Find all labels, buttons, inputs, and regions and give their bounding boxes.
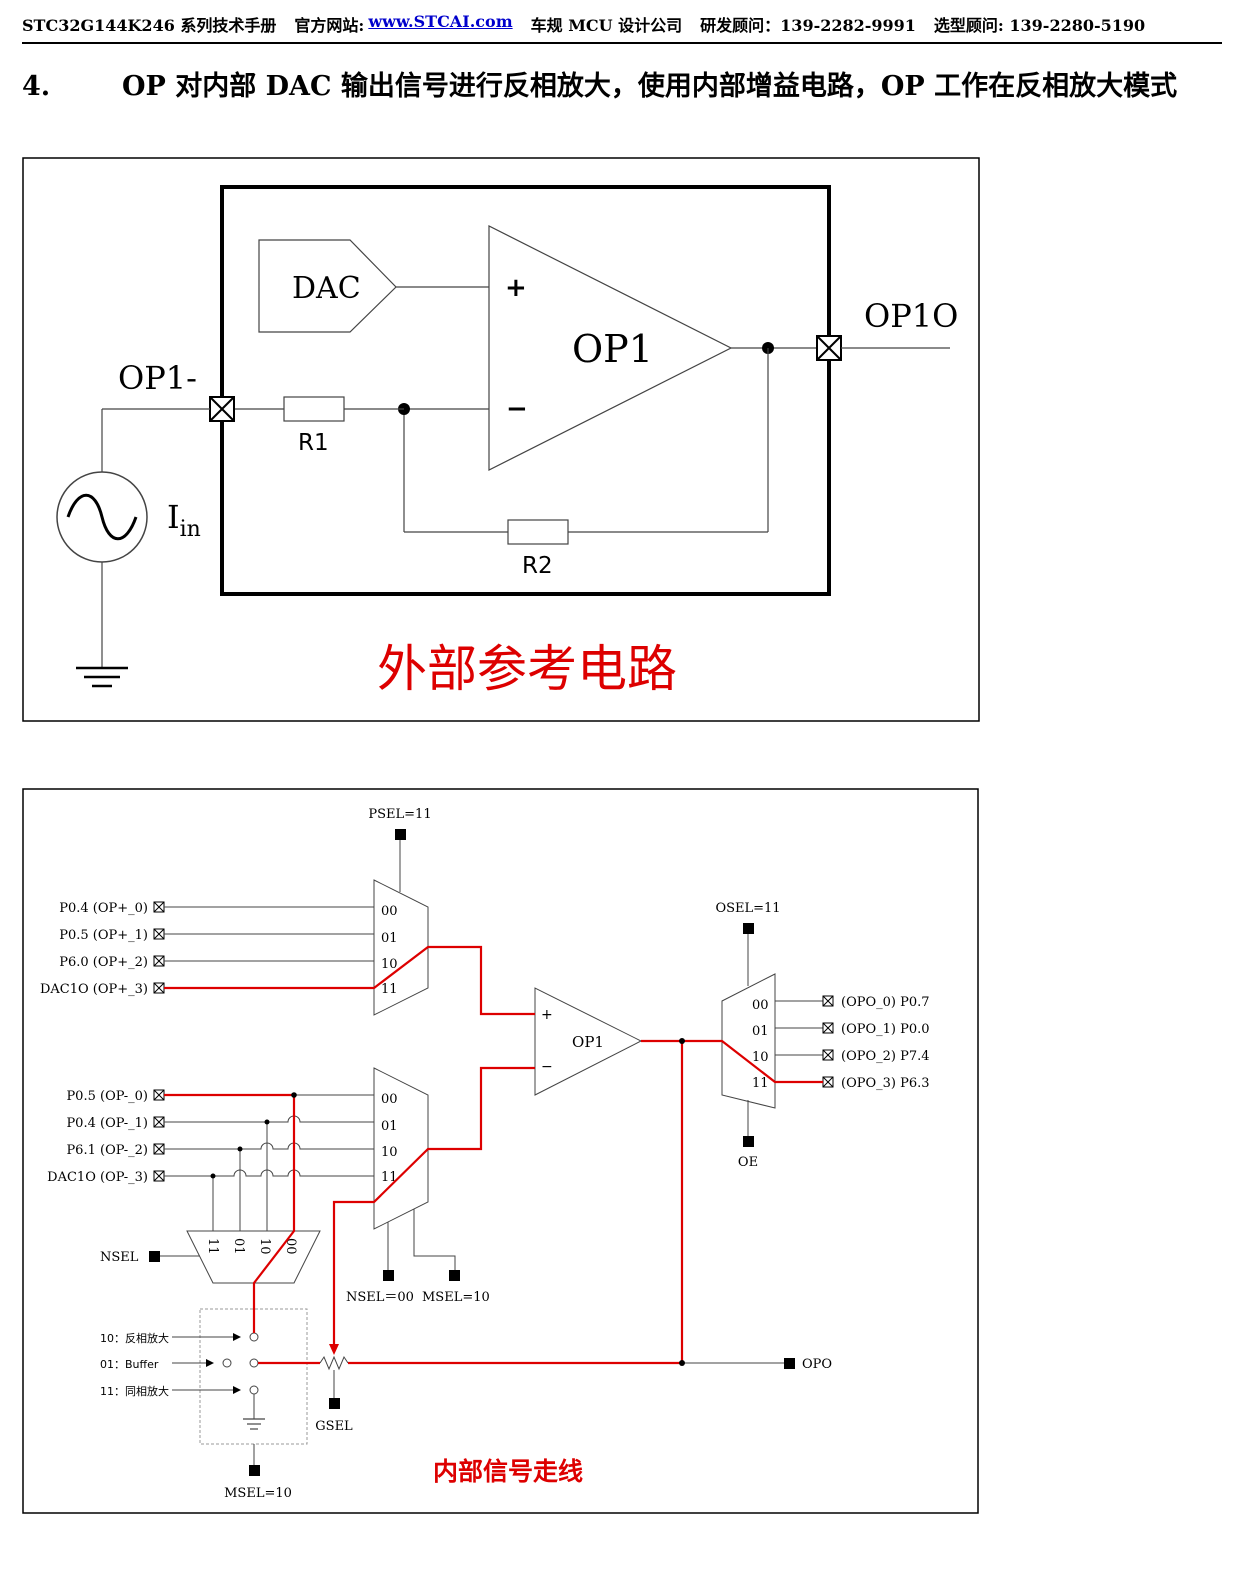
chip-boundary — [220, 185, 831, 596]
osel-pin — [743, 923, 754, 934]
dac-block — [258, 239, 397, 333]
svg-text:00: 00 — [283, 1238, 298, 1255]
output-label: (OPO_1) P0.0 — [841, 1022, 930, 1037]
iin-label: Iin — [167, 498, 201, 542]
int-opamp — [534, 987, 643, 1096]
neg-inputs: P0.5 (OP-_0) P0.4 (OP-_1) P6.1 (OP-_2) D… — [47, 1089, 374, 1231]
msel-value: MSEL=10 — [422, 1290, 490, 1305]
svg-text:+: + — [541, 1007, 553, 1023]
svg-text:00: 00 — [381, 1092, 398, 1107]
nsel-value: NSEL＝00 — [346, 1290, 414, 1305]
nsel-mux — [186, 1230, 321, 1284]
op1n-label: OP1- — [118, 359, 197, 397]
neg-input-label: DAC1O (OP-_3) — [47, 1170, 148, 1185]
pos-input-label: DAC1O (OP+_3) — [40, 982, 148, 997]
neg-input-mux — [373, 1067, 429, 1230]
mode-label: 01：Buffer — [100, 1358, 159, 1371]
site-label: 官方网站: — [294, 16, 365, 35]
section-number: 4. — [22, 71, 51, 102]
int-frame — [22, 788, 979, 1514]
nsel-label: NSEL — [100, 1250, 139, 1265]
output-label: (OPO_2) P7.4 — [841, 1049, 930, 1064]
gsel-label: GSEL — [315, 1419, 353, 1434]
site-link[interactable]: www.STCAI.com — [368, 12, 513, 31]
company-text: 车规 MCU 设计公司 — [530, 16, 683, 35]
neg-input-label: P0.5 (OP-_0) — [66, 1089, 148, 1104]
gsel-pin — [329, 1398, 340, 1409]
mode-label: 11：同相放大 — [100, 1384, 169, 1398]
section-text: OP 对内部 DAC 输出信号进行反相放大，使用内部增益电路，OP 工作在反相放… — [122, 71, 1178, 102]
psel-label: PSEL=11 — [368, 807, 431, 822]
output-mux — [721, 973, 776, 1109]
opamp-label: OP1 — [572, 327, 653, 371]
svg-text:01: 01 — [231, 1238, 246, 1255]
svg-text:01: 01 — [381, 931, 398, 946]
sel-advisor: 选型顾问: 139-2280-5190 — [933, 16, 1146, 35]
page-header: STC32G144K246 系列技术手册 官方网站: www.STCAI.com… — [22, 12, 1222, 44]
svg-text:00: 00 — [752, 998, 769, 1013]
opo-label: OPO — [802, 1357, 832, 1372]
svg-text:11: 11 — [381, 982, 398, 997]
oe-pin — [743, 1136, 754, 1147]
opamp-triangle — [488, 225, 733, 471]
neg-input-label: P0.4 (OP-_1) — [66, 1116, 148, 1131]
dac-label: DAC — [292, 271, 361, 306]
svg-text:11: 11 — [205, 1238, 220, 1255]
opo-pin — [784, 1358, 795, 1369]
psel-pin — [395, 829, 406, 840]
int-caption: 内部信号走线 — [433, 1457, 583, 1486]
minus-sign: − — [506, 394, 528, 424]
active-signal-path — [164, 945, 823, 1365]
doc-title: STC32G144K246 系列技术手册 — [22, 16, 277, 35]
r2-label: R2 — [522, 553, 553, 579]
svg-text:11: 11 — [381, 1170, 398, 1185]
nsel-pin — [149, 1251, 160, 1262]
ext-frame — [22, 157, 980, 722]
ground-icon — [243, 1418, 265, 1430]
osel-label: OSEL=11 — [715, 901, 780, 916]
internal-circuit: PSEL=11 00 01 10 11 P0.4 (OP+_0) P0.5 (O… — [22, 788, 979, 1514]
msel-pin — [249, 1465, 260, 1476]
svg-text:01: 01 — [381, 1119, 398, 1134]
mode-label: 10：反相放大 — [100, 1331, 169, 1345]
output-label: (OPO_0) P0.7 — [841, 995, 930, 1010]
msel-bottom-label: MSEL=10 — [224, 1486, 292, 1501]
pos-input-label: P0.4 (OP+_0) — [59, 901, 148, 916]
r1-label: R1 — [298, 430, 329, 456]
svg-text:10: 10 — [257, 1238, 272, 1255]
svg-text:10: 10 — [381, 1145, 398, 1160]
op1o-label: OP1O — [864, 297, 958, 335]
gain-resistor — [319, 1355, 349, 1371]
svg-text:11: 11 — [752, 1076, 769, 1091]
svg-text:−: − — [541, 1059, 553, 1075]
ground-icon — [76, 666, 128, 688]
ext-caption: 外部参考电路 — [377, 640, 677, 698]
svg-text:10: 10 — [381, 957, 398, 972]
pos-input-label: P6.0 (OP+_2) — [59, 955, 148, 970]
r1-resistor — [283, 396, 345, 422]
pos-input-label: P0.5 (OP+_1) — [59, 928, 148, 943]
int-opamp-label: OP1 — [572, 1033, 604, 1051]
svg-text:00: 00 — [381, 904, 398, 919]
oe-label: OE — [738, 1155, 758, 1170]
svg-text:10: 10 — [752, 1050, 769, 1065]
r2-resistor — [507, 519, 569, 545]
plus-sign: + — [505, 273, 527, 303]
neg-input-label: P6.1 (OP-_2) — [66, 1143, 148, 1158]
external-circuit: DAC + − OP1 OP1O R2 R1 OP1- — [22, 157, 980, 722]
dev-advisor: 研发顾问：139-2282-9991 — [700, 16, 916, 35]
pos-inputs: P0.4 (OP+_0) P0.5 (OP+_1) P6.0 (OP+_2) D… — [40, 901, 374, 997]
pos-input-mux — [373, 879, 429, 1016]
svg-text:01: 01 — [752, 1024, 769, 1039]
output-label: (OPO_3) P6.3 — [841, 1076, 930, 1091]
